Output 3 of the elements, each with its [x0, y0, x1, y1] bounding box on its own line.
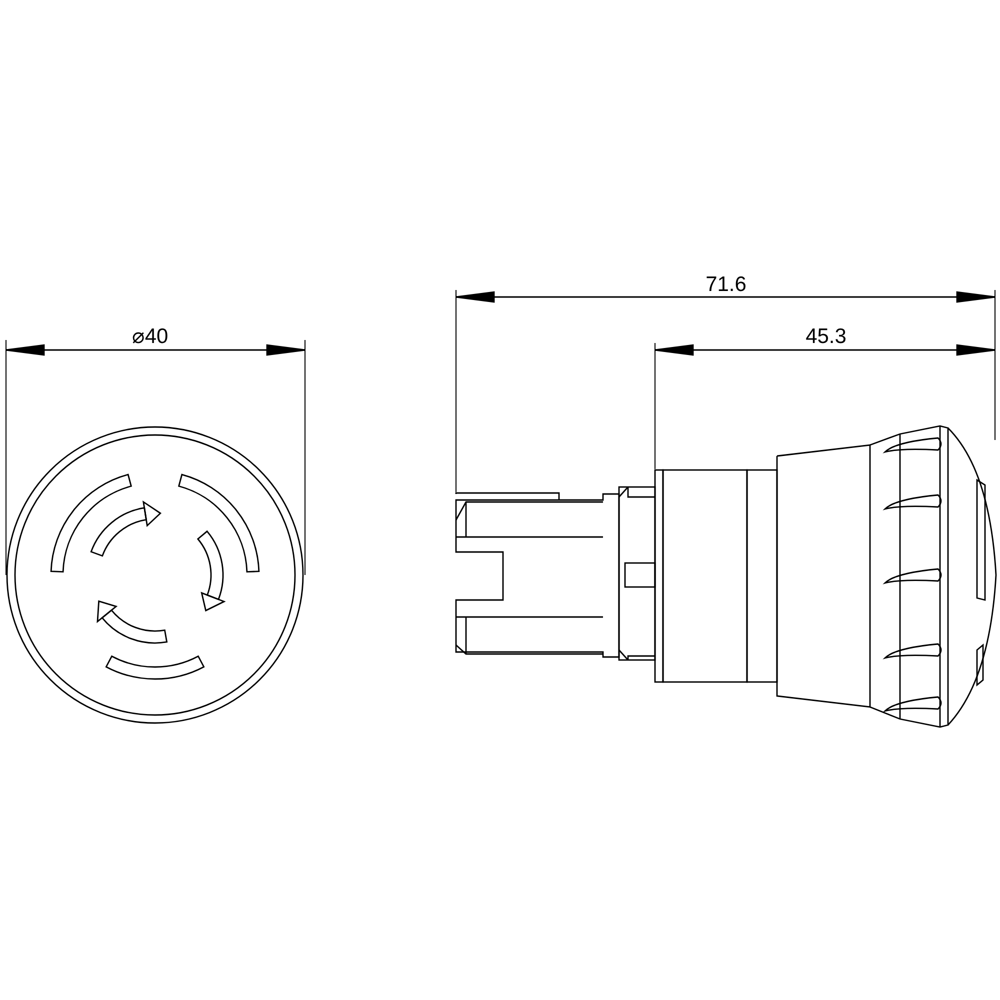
dimension-label: ⌀40	[132, 326, 168, 347]
dimension-label: 71.6	[706, 274, 746, 295]
dimension-label: 45.3	[806, 326, 846, 347]
